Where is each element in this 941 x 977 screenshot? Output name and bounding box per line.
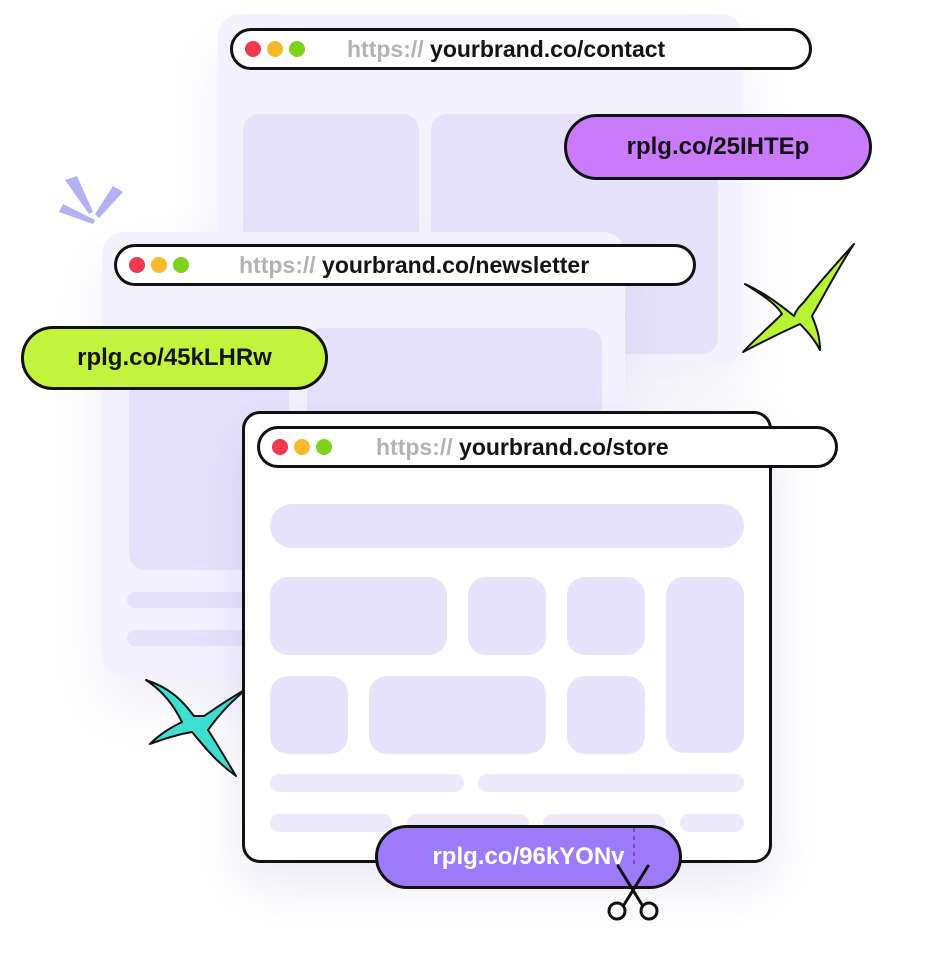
url-scheme: https:// [376, 433, 453, 460]
placeholder-block [270, 676, 348, 754]
minimize-dot-icon[interactable] [294, 439, 310, 455]
store-short-link[interactable]: rplg.co/96kYONv [375, 825, 682, 889]
contact-address-bar[interactable]: https:// yourbrand.co/contact [230, 28, 812, 70]
store-window [242, 411, 772, 863]
url-scheme: https:// [347, 35, 424, 62]
window-controls [245, 41, 305, 57]
close-dot-icon[interactable] [272, 439, 288, 455]
minimize-dot-icon[interactable] [151, 257, 167, 273]
url-path: yourbrand.co/store [459, 433, 669, 460]
placeholder-block [369, 676, 546, 754]
maximize-dot-icon[interactable] [316, 439, 332, 455]
newsletter-url: https:// yourbrand.co/newsletter [239, 252, 589, 279]
placeholder-block [567, 577, 645, 655]
contact-url: https:// yourbrand.co/contact [347, 36, 665, 63]
close-dot-icon[interactable] [245, 41, 261, 57]
sparkle-icon [145, 679, 249, 777]
placeholder-block [666, 577, 744, 753]
store-address-bar[interactable]: https:// yourbrand.co/store [257, 426, 838, 468]
newsletter-address-bar[interactable]: https:// yourbrand.co/newsletter [114, 244, 696, 286]
placeholder-line [478, 774, 744, 792]
window-controls [272, 439, 332, 455]
maximize-dot-icon[interactable] [289, 41, 305, 57]
window-controls [129, 257, 189, 273]
sparkle-icon [742, 243, 855, 353]
placeholder-block [270, 577, 447, 655]
store-url: https:// yourbrand.co/store [376, 434, 669, 461]
placeholder-block [567, 676, 645, 754]
minimize-dot-icon[interactable] [267, 41, 283, 57]
contact-short-link[interactable]: rplg.co/25IHTEp [564, 114, 872, 180]
burst-icon [59, 176, 123, 224]
url-path: yourbrand.co/newsletter [322, 251, 590, 278]
newsletter-short-link[interactable]: rplg.co/45kLHRw [21, 326, 328, 390]
close-dot-icon[interactable] [129, 257, 145, 273]
placeholder-line [270, 814, 392, 832]
placeholder-line [270, 774, 464, 792]
placeholder-block [468, 577, 546, 655]
url-path: yourbrand.co/contact [430, 35, 666, 62]
scissors-icon [607, 828, 659, 921]
placeholder-banner [270, 504, 744, 548]
maximize-dot-icon[interactable] [173, 257, 189, 273]
placeholder-line [680, 814, 744, 832]
url-scheme: https:// [239, 251, 316, 278]
